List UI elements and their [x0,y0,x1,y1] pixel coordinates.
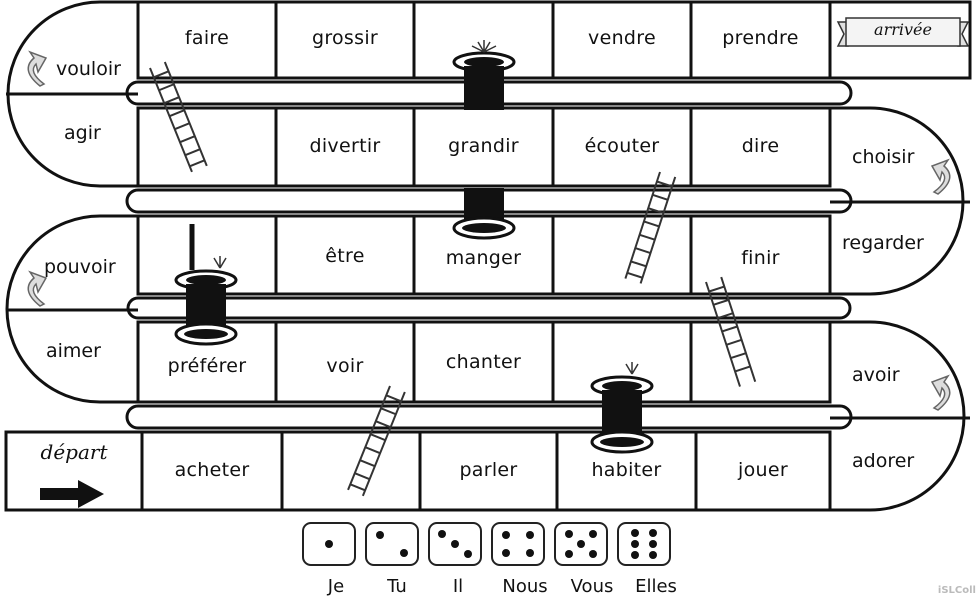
pronoun-tu: Tu [387,576,407,597]
start-label: départ [40,440,108,464]
square-prendre: prendre [722,27,799,49]
square-manger: manger [445,247,522,269]
die-one [302,522,356,566]
pronoun-je: Je [327,576,345,597]
pronoun-nous: Nous [502,576,548,597]
pronoun-il: Il [452,576,464,597]
die-two [365,522,419,566]
square-avoir: avoir [852,364,900,386]
square-dire: dire [741,135,780,157]
square-aimer: aimer [46,340,101,362]
square-faire: faire [184,27,230,49]
square-regarder: regarder [842,232,924,254]
pronoun-elles: Elles [635,576,677,597]
square-vendre: vendre [588,27,656,49]
square-chanter: chanter [445,351,522,373]
square-grandir: grandir [448,135,519,157]
square-divertir: divertir [309,135,381,157]
square-etre: être [325,245,365,267]
die-four [491,522,545,566]
square-grossir: grossir [311,27,379,49]
die-six [617,522,671,566]
square-pouvoir: pouvoir [44,256,116,278]
square-agir: agir [64,122,101,144]
dice-row [302,522,671,566]
square-voir: voir [326,355,364,377]
square-preferer: préférer [167,355,247,377]
finish-label: arrivée [874,20,932,39]
game-board [4,0,972,512]
square-adorer: adorer [852,450,915,472]
pronoun-vous: Vous [570,576,614,597]
square-parler: parler [459,459,518,481]
square-vouloir: vouloir [56,58,121,80]
square-habiter: habiter [591,459,662,481]
square-jouer: jouer [738,459,788,481]
square-ecouter: écouter [584,135,660,157]
die-three [428,522,482,566]
die-five [554,522,608,566]
square-finir: finir [741,247,780,269]
watermark: iSLColl [937,585,976,596]
square-acheter: acheter [174,459,250,481]
square-choisir: choisir [852,146,915,168]
